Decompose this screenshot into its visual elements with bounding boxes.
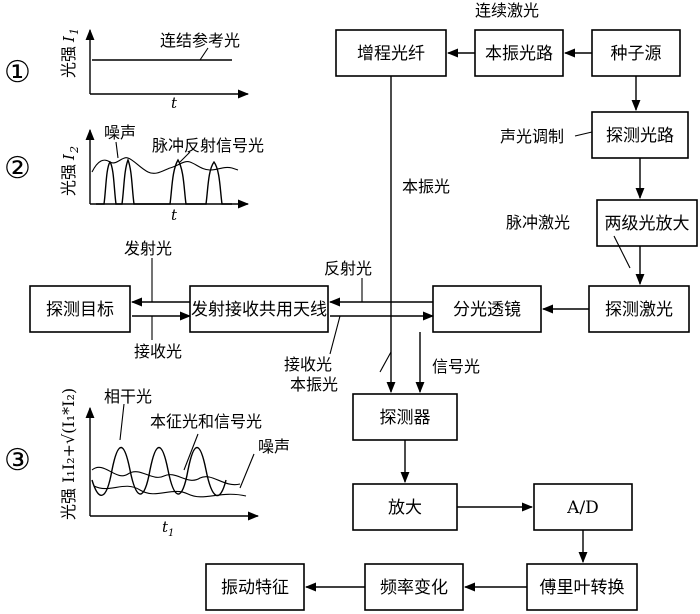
plot-3-noise-leader (239, 453, 255, 489)
svg-text:发射接收共用天线: 发射接收共用天线 (191, 300, 327, 320)
plot-1-leader (199, 47, 209, 61)
block-antenna: 发射接收共用天线 (189, 285, 329, 333)
plot-1-ylabel: 光强 I 1 (59, 28, 81, 78)
block-probe-laser: 探测激光 (588, 285, 690, 333)
block-fourier: 傅里叶转换 (526, 563, 638, 611)
plot-3-coherent-label: 相干光 (104, 387, 152, 406)
plot-2-noise-leader (115, 141, 119, 159)
svg-text:振动特征: 振动特征 (221, 578, 289, 598)
plot-2-xlabel: t (171, 206, 178, 224)
svg-text:光强: 光强 (59, 164, 78, 196)
block-frequency-change: 频率变化 (364, 563, 464, 611)
svg-text:1: 1 (168, 528, 174, 539)
block-range-fiber: 增程光纤 (335, 29, 447, 77)
block-probe-path: 探测光路 (591, 111, 689, 159)
svg-text:探测目标: 探测目标 (46, 300, 114, 320)
plot-3-intrinsic-leader (183, 433, 199, 471)
plot-3-ylabel: 光强 I₁I₂+√(I₁*I₂) (59, 388, 78, 520)
svg-text:分光透镜: 分光透镜 (453, 300, 521, 320)
plot-1: ① 光强 I 1 连结参考光 t (4, 28, 250, 112)
plot-3-number: ③ (4, 443, 31, 478)
plot-3-coherent-wave (91, 447, 227, 497)
svg-text:2: 2 (68, 146, 81, 154)
svg-text:探测光路: 探测光路 (606, 126, 674, 146)
plot-1-xlabel: t (171, 94, 178, 112)
plot-3-xlabel: t 1 (162, 518, 174, 539)
plot-1-number: ① (4, 55, 31, 90)
plot-3-intrinsic-label: 本征光和信号光 (150, 412, 262, 431)
svg-text:t: t (162, 518, 169, 536)
block-detector: 探测器 (352, 393, 458, 441)
svg-text:1: 1 (68, 28, 81, 35)
svg-text:本振光路: 本振光路 (485, 44, 553, 64)
svg-text:两级光放大: 两级光放大 (605, 214, 690, 234)
plot-2-ylabel: 光强 I 2 (59, 146, 81, 196)
plot-3-noise-wave (93, 485, 247, 498)
svg-text:增程光纤: 增程光纤 (357, 44, 425, 64)
svg-text:探测器: 探测器 (380, 408, 431, 428)
block-seed-source: 种子源 (591, 29, 681, 77)
svg-text:放大: 放大 (388, 498, 422, 518)
block-adc: A/D (533, 483, 633, 531)
label-reflected-light: 反射光 (324, 259, 372, 278)
svg-text:I: I (60, 153, 78, 161)
block-lo-path: 本振光路 (474, 29, 564, 77)
label-acousto-optic: 声光调制 (500, 127, 564, 146)
label-pulse-laser: 脉冲激光 (506, 213, 570, 232)
plot-2-pulse-label: 脉冲反射信号光 (152, 136, 264, 155)
label-emitted-light: 发射光 (124, 239, 172, 258)
plot-2-pulse-signal (96, 158, 232, 205)
block-beam-splitter: 分光透镜 (432, 285, 542, 333)
plot-2-number: ② (4, 151, 31, 186)
block-amplifier: 放大 (352, 483, 458, 531)
label-received-light-2: 接收光 (284, 355, 332, 374)
svg-text:I: I (60, 35, 78, 43)
plot-1-annotation: 连结参考光 (160, 31, 240, 50)
svg-text:光强: 光强 (59, 46, 78, 78)
plot-3: ③ 光强 I₁I₂+√(I₁*I₂) 相干光 本征光和信号光 噪声 t 1 (4, 387, 290, 539)
plot-3-noise-label: 噪声 (258, 437, 290, 456)
plot-2-pulse-leader (179, 151, 191, 163)
block-target: 探测目标 (29, 285, 131, 333)
label-received-light: 接收光 (134, 342, 182, 361)
svg-text:频率变化: 频率变化 (380, 578, 448, 598)
label-signal-light: 信号光 (432, 357, 480, 376)
plot-2: ② 光强 I 2 噪声 脉冲反射信号光 t (4, 123, 264, 224)
svg-text:种子源: 种子源 (611, 44, 662, 64)
label-lo-light-2: 本振光 (290, 375, 338, 394)
svg-text:A/D: A/D (566, 498, 599, 518)
block-two-stage-amp: 两级光放大 (596, 199, 698, 247)
plot-3-intrinsic-wave (91, 466, 241, 486)
connectors (130, 48, 645, 592)
svg-text:探测激光: 探测激光 (605, 300, 673, 320)
plot-3-coherent-leader (119, 403, 125, 441)
label-continuous-laser: 连续激光 (475, 1, 539, 20)
plot-2-noise-label: 噪声 (104, 123, 136, 142)
block-vibration-feature: 振动特征 (205, 563, 305, 611)
svg-text:傅里叶转换: 傅里叶转换 (540, 578, 625, 598)
label-lo-light: 本振光 (402, 177, 450, 196)
